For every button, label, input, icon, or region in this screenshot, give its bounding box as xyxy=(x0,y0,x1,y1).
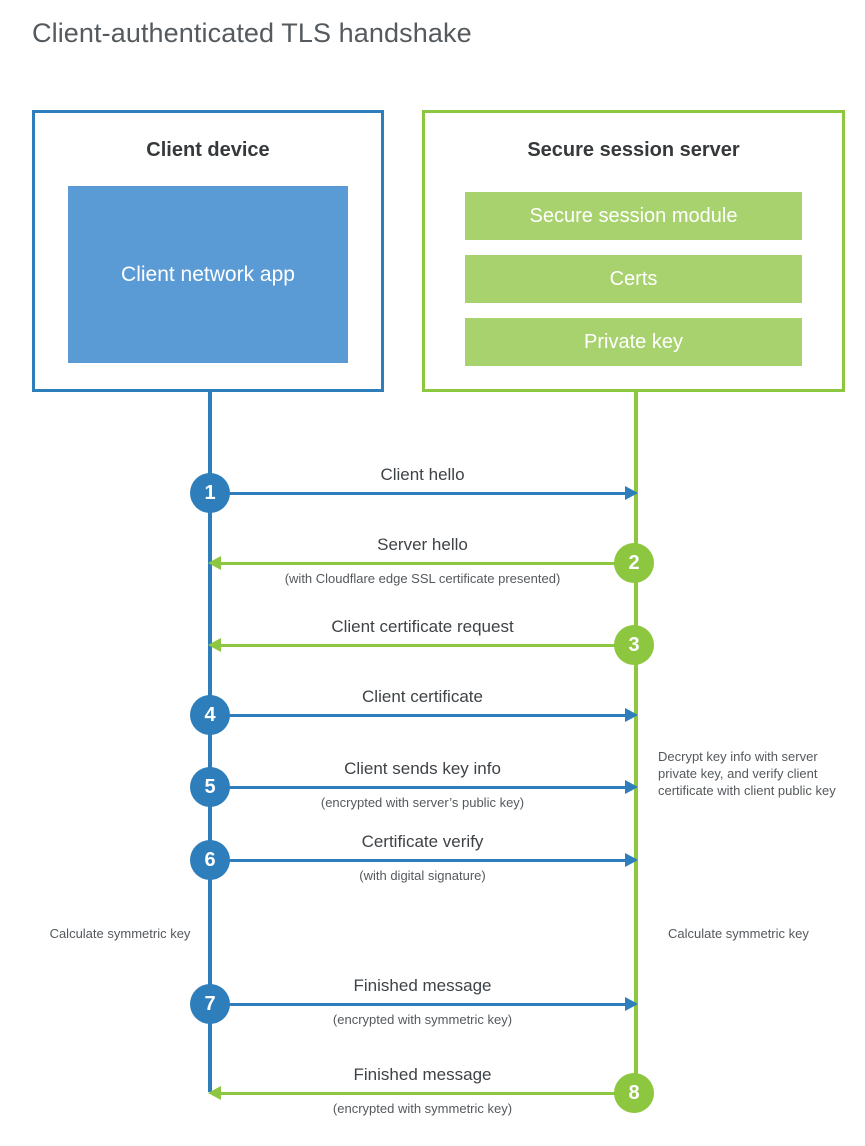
client-network-app-block: Client network app xyxy=(68,186,348,363)
step-number-2[interactable]: 2 xyxy=(614,543,654,583)
arrow-head-5 xyxy=(625,780,638,794)
note-calculate-symmetric-key-server: Calculate symmetric key xyxy=(668,926,809,941)
note-calculate-symmetric-key-client: Calculate symmetric key xyxy=(49,926,191,941)
arrow-head-4 xyxy=(625,708,638,722)
note-decrypt-key-info: Decrypt key info with server private key… xyxy=(658,749,836,798)
message-line-2 xyxy=(220,562,636,565)
message-label-1: Client hello xyxy=(380,465,465,484)
arrow-head-1 xyxy=(625,486,638,500)
arrow-head-8 xyxy=(208,1086,221,1100)
server-component-secure-session-module: Secure session module xyxy=(465,192,802,240)
server-component-private-key: Private key xyxy=(465,318,802,366)
step-number-3[interactable]: 3 xyxy=(614,625,654,665)
message-sublabel-8: (encrypted with symmetric key) xyxy=(332,1101,513,1116)
step-number-5[interactable]: 5 xyxy=(190,767,230,807)
message-line-3 xyxy=(220,644,636,647)
message-line-6 xyxy=(210,859,626,862)
message-line-8 xyxy=(220,1092,636,1095)
step-number-1[interactable]: 1 xyxy=(190,473,230,513)
message-label-7: Finished message xyxy=(353,976,492,995)
arrow-head-6 xyxy=(625,853,638,867)
step-number-8[interactable]: 8 xyxy=(614,1073,654,1113)
secure-session-server-box: Secure session server Secure session mod… xyxy=(422,110,845,392)
message-sublabel-2: (with Cloudflare edge SSL certificate pr… xyxy=(284,571,561,586)
arrow-head-3 xyxy=(208,638,221,652)
client-device-title: Client device xyxy=(146,139,270,161)
message-line-4 xyxy=(210,714,626,717)
client-lifeline xyxy=(208,392,212,1092)
message-line-7 xyxy=(210,1003,626,1006)
message-label-3: Client certificate request xyxy=(331,617,514,636)
message-sublabel-5: (encrypted with server’s public key) xyxy=(320,795,525,810)
server-component-certs: Certs xyxy=(465,255,802,303)
message-sublabel-6: (with digital signature) xyxy=(359,868,486,883)
message-label-5: Client sends key info xyxy=(344,759,501,778)
message-line-5 xyxy=(210,786,626,789)
step-number-4[interactable]: 4 xyxy=(190,695,230,735)
arrow-head-2 xyxy=(208,556,221,570)
server-lifeline xyxy=(634,392,638,1093)
message-label-4: Client certificate xyxy=(362,687,483,706)
message-line-1 xyxy=(210,492,626,495)
page-title: Client-authenticated TLS handshake xyxy=(32,18,472,48)
step-number-7[interactable]: 7 xyxy=(190,984,230,1024)
message-label-2: Server hello xyxy=(377,535,468,554)
client-device-box: Client device Client network app xyxy=(32,110,384,392)
step-number-6[interactable]: 6 xyxy=(190,840,230,880)
secure-session-server-title: Secure session server xyxy=(527,139,740,161)
message-label-8: Finished message xyxy=(353,1065,492,1084)
arrow-head-7 xyxy=(625,997,638,1011)
message-label-6: Certificate verify xyxy=(361,832,484,851)
message-sublabel-7: (encrypted with symmetric key) xyxy=(332,1012,513,1027)
